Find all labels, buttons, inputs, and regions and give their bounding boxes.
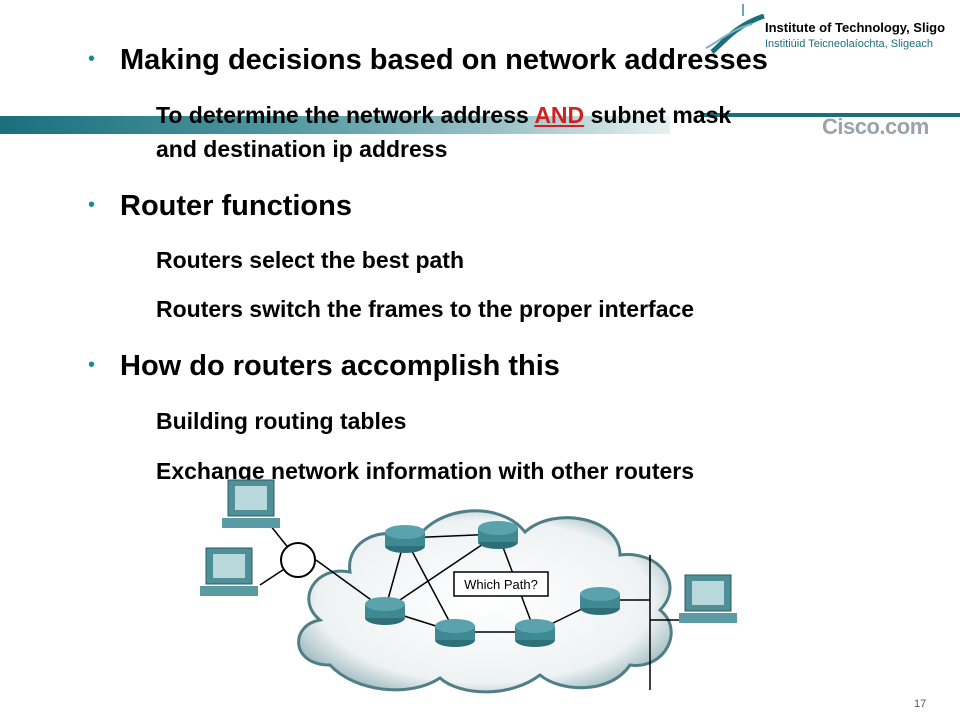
header-band: [0, 116, 670, 134]
heading-how-routers: How do routers accomplish this: [120, 350, 560, 382]
bullet-marker: •: [88, 48, 96, 70]
router-icon: [478, 521, 518, 549]
hub-icon: [280, 542, 316, 578]
computer-icon: [222, 479, 280, 528]
logo-divider: [742, 4, 744, 16]
page-number: 17: [914, 698, 927, 710]
heading-network-addresses: Making decisions based on network addres…: [120, 44, 768, 76]
router-icon: [515, 619, 555, 647]
which-path-label: Which Path?: [464, 577, 538, 592]
sub-switch-frames: Routers switch the frames to the proper …: [156, 296, 695, 322]
sub-text-before: To determine the network address: [156, 102, 535, 128]
router-icon: [365, 597, 405, 625]
and-emphasis: AND: [534, 102, 585, 128]
which-path-box: [453, 571, 549, 597]
sub-routing-tables: Building routing tables: [156, 408, 407, 434]
bullet-marker: •: [88, 194, 96, 216]
router-icon: [385, 525, 425, 553]
institute-name: Institute of Technology, Sligo: [765, 20, 946, 35]
sub-text-after: subnet mask: [584, 102, 732, 128]
bullet-marker: •: [88, 354, 96, 376]
institute-logo-icon: [705, 14, 765, 54]
sub-network-address: To determine the network address AND sub…: [156, 100, 731, 131]
computer-icon: [200, 547, 258, 596]
heading-router-functions: Router functions: [120, 190, 352, 222]
cisco-logo: Cisco.com: [822, 114, 929, 139]
sub-destination-ip: and destination ip address: [156, 136, 448, 162]
computer-icon: [679, 574, 737, 623]
network-cloud: [297, 509, 673, 694]
router-icon: [580, 587, 620, 615]
network-diagram: Which Path?: [200, 479, 737, 694]
header-rule: [700, 113, 960, 117]
institute-name-irish: Institiúid Teicneolaíochta, Sligeach: [765, 38, 933, 50]
sub-best-path: Routers select the best path: [156, 247, 465, 273]
router-icon: [435, 619, 475, 647]
